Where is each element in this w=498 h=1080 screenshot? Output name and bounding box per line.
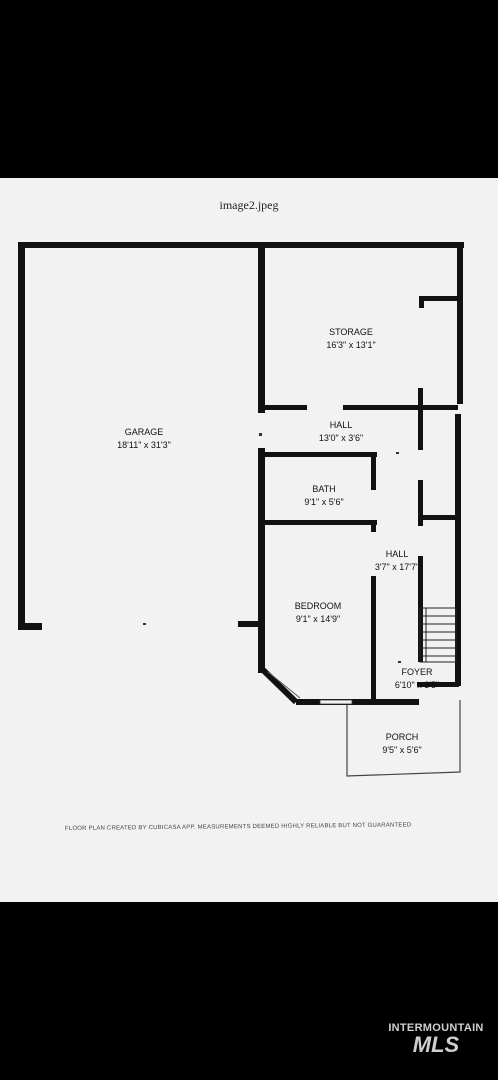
- room-bedroom: BEDROOM 9'1" x 14'9": [295, 600, 342, 626]
- intermountain-mls-watermark: INTERMOUNTAIN MLS: [376, 1022, 496, 1056]
- watermark-line2: MLS: [412, 1032, 460, 1057]
- porch-outline: [346, 700, 461, 777]
- room-size: 9'1" x 14'9": [295, 614, 341, 624]
- room-size: 9'1" x 5'6": [304, 497, 344, 507]
- room-size: 13'0" x 3'6": [318, 433, 364, 443]
- room-name: STORAGE: [329, 327, 373, 337]
- room-name: GARAGE: [124, 427, 164, 437]
- door-markers: [143, 433, 401, 663]
- room-hall-upper: HALL 13'0" x 3'6": [319, 419, 363, 445]
- room-name: HALL: [385, 549, 409, 559]
- room-storage: STORAGE 16'3" x 13'1": [326, 326, 375, 352]
- bedroom-window: [319, 699, 353, 705]
- room-name: PORCH: [385, 732, 419, 742]
- room-name: HALL: [329, 420, 353, 430]
- room-size: 9'5" x 5'6": [382, 745, 422, 755]
- room-name: BATH: [312, 484, 336, 494]
- sheet-title: image2.jpeg: [219, 198, 279, 212]
- room-size: 16'3" x 13'1": [326, 340, 376, 350]
- walls: [18, 242, 464, 705]
- room-porch: PORCH 9'5" x 5'6": [382, 731, 421, 757]
- room-garage: GARAGE 18'11" x 31'3": [117, 426, 171, 452]
- floor-plan-drawing: [18, 242, 464, 777]
- room-size: 3'7" x 17'7": [374, 562, 420, 572]
- room-hall-lower: HALL 3'7" x 17'7": [375, 548, 419, 574]
- room-name: BEDROOM: [294, 601, 342, 611]
- room-size: 6'10" x 3'5": [394, 680, 440, 690]
- watermark-line1: INTERMOUNTAIN: [388, 1022, 484, 1034]
- stairs: [419, 607, 457, 663]
- floor-plan-sheet: image2.jpeg: [0, 178, 498, 902]
- room-size: 18'11" x 31'3": [117, 440, 171, 450]
- room-foyer: FOYER 6'10" x 3'5": [395, 666, 439, 692]
- room-bath: BATH 9'1" x 5'6": [304, 483, 343, 509]
- bay-window: [258, 665, 301, 705]
- room-name: FOYER: [401, 667, 433, 677]
